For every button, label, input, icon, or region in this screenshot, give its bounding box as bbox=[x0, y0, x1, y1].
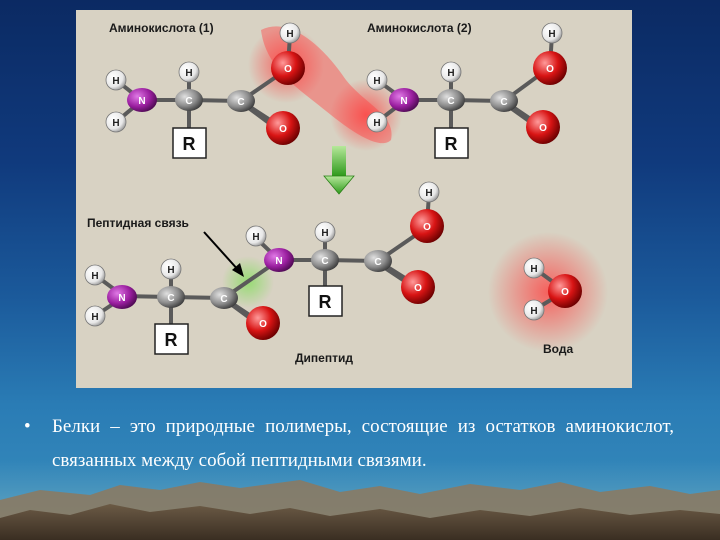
svg-text:C: C bbox=[185, 96, 192, 107]
svg-text:C: C bbox=[500, 97, 507, 108]
nitrogen-atoms: N N N N bbox=[107, 88, 419, 309]
peptide-bond-diagram: H H H H H H H H H H H bbox=[84, 21, 608, 365]
svg-text:O: O bbox=[546, 64, 554, 75]
bullet: • bbox=[24, 416, 31, 437]
svg-text:R: R bbox=[183, 134, 196, 154]
svg-text:H: H bbox=[530, 306, 537, 317]
oxygen-atoms: O O O O O O O O bbox=[246, 51, 582, 340]
hydrogen-atoms: H H H H H H H H H H H bbox=[84, 22, 563, 327]
svg-text:C: C bbox=[167, 293, 174, 304]
svg-text:H: H bbox=[167, 265, 174, 276]
svg-text:R: R bbox=[319, 292, 332, 312]
svg-text:O: O bbox=[279, 124, 287, 135]
svg-text:O: O bbox=[284, 64, 292, 75]
svg-text:H: H bbox=[321, 228, 328, 239]
diagram-panel: H H H H H H H H H H H bbox=[76, 10, 632, 388]
svg-text:H: H bbox=[112, 118, 119, 129]
svg-text:H: H bbox=[185, 68, 192, 79]
svg-text:O: O bbox=[539, 123, 547, 134]
svg-text:H: H bbox=[447, 68, 454, 79]
svg-text:C: C bbox=[374, 257, 381, 268]
svg-text:R: R bbox=[445, 134, 458, 154]
svg-text:H: H bbox=[373, 76, 380, 87]
svg-text:N: N bbox=[400, 96, 407, 107]
label-amino-acid-2: Аминокислота (2) bbox=[367, 21, 472, 35]
peptide-bond-pointer bbox=[203, 231, 244, 277]
mountain-landscape bbox=[0, 460, 720, 540]
svg-text:N: N bbox=[118, 293, 125, 304]
water-highlight bbox=[488, 232, 608, 352]
svg-text:O: O bbox=[259, 319, 267, 330]
svg-text:N: N bbox=[275, 256, 282, 267]
label-water: Вода bbox=[543, 342, 573, 356]
svg-text:O: O bbox=[414, 283, 422, 294]
svg-text:O: O bbox=[561, 287, 569, 298]
svg-text:H: H bbox=[252, 232, 259, 243]
svg-text:R: R bbox=[165, 330, 178, 350]
label-dipeptide: Дипептид bbox=[295, 351, 353, 365]
svg-text:O: O bbox=[423, 222, 431, 233]
arrow-down-icon bbox=[323, 146, 355, 195]
svg-text:H: H bbox=[530, 264, 537, 275]
svg-text:H: H bbox=[373, 118, 380, 129]
carbon-atoms: C C C C C C C C bbox=[157, 89, 518, 309]
r-group-boxes: R R R R bbox=[154, 127, 469, 355]
svg-text:C: C bbox=[447, 96, 454, 107]
svg-text:N: N bbox=[138, 96, 145, 107]
svg-text:C: C bbox=[321, 256, 328, 267]
svg-text:H: H bbox=[112, 76, 119, 87]
svg-text:H: H bbox=[91, 271, 98, 282]
svg-text:H: H bbox=[91, 312, 98, 323]
svg-text:H: H bbox=[286, 29, 293, 40]
svg-text:C: C bbox=[237, 97, 244, 108]
label-amino-acid-1: Аминокислота (1) bbox=[109, 21, 214, 35]
label-peptide-bond: Пептидная связь bbox=[87, 216, 189, 230]
svg-text:H: H bbox=[425, 188, 432, 199]
svg-text:H: H bbox=[548, 29, 555, 40]
svg-text:C: C bbox=[220, 294, 227, 305]
